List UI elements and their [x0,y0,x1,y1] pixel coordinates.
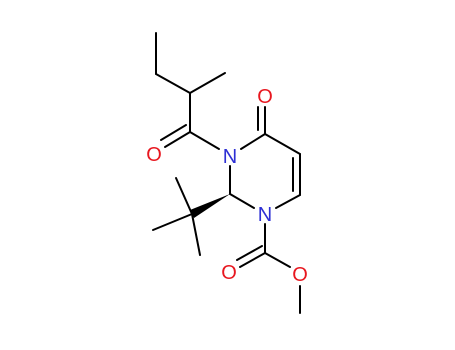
bond-c4-c5 [264,133,301,155]
bond-ccarb-o-2 [236,245,263,261]
atom-labels: N N O O O O [146,86,308,286]
atom-label-o-ester: O [292,264,308,286]
bond-ethyl-ch2 [155,73,191,94]
bond-acyl-co-2 [160,124,187,141]
atom-label-n1: N [258,204,272,226]
bond-acyl-n3 [189,131,220,150]
atom-label-o-carbonyl: O [221,262,237,284]
bond-tbu-me-left [152,213,193,231]
bond-n1-c2 [229,193,255,209]
bond-c6-n1 [275,194,301,209]
atom-label-n3: N [223,146,237,168]
atom-label-o-ring: O [257,86,273,108]
atom-label-o-acyl: O [146,144,162,166]
bond-tbu-me-down [191,213,201,256]
bond-n3-c4 [240,133,266,150]
bond-acyl-co-1 [164,131,191,148]
bond-branch-methyl [189,72,226,94]
bond-tbu-me-up [175,177,193,215]
wedge-bond-c2-tbu [190,194,230,218]
bond-ccarb-oester [264,252,291,268]
bonds [152,32,301,314]
bond-ccarb-o-1 [239,252,266,268]
